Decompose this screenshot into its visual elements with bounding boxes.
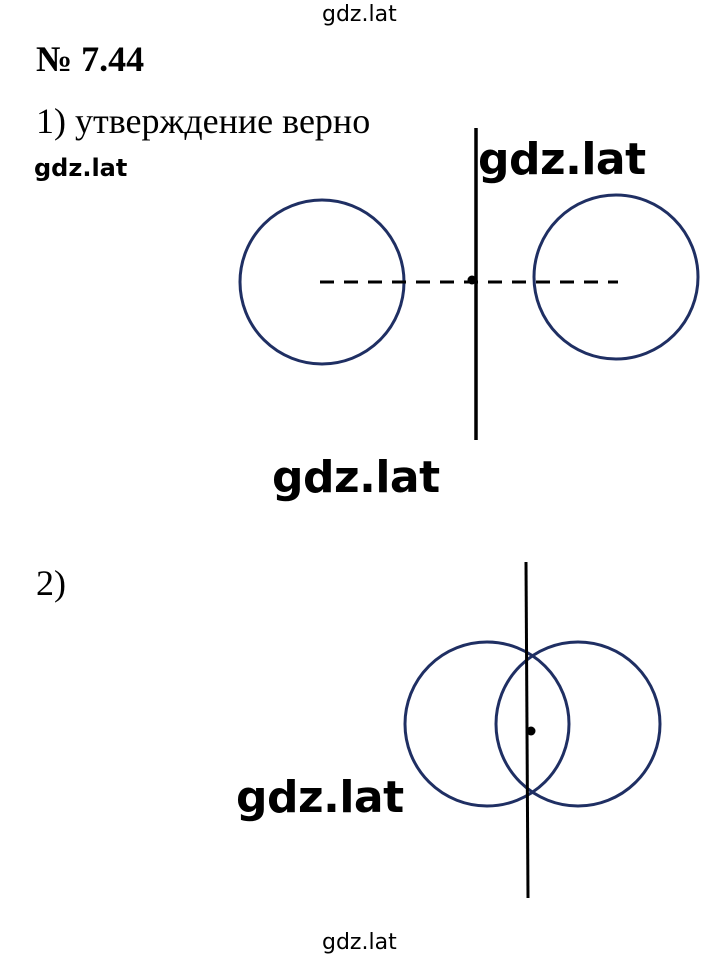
figure-1 — [238, 128, 700, 440]
figure1-center-point — [467, 275, 477, 285]
part1-label: 1) утверждение верно — [36, 101, 371, 141]
part2-label: 2) — [36, 563, 66, 603]
figure2-left-circle — [403, 640, 571, 808]
part1-watermark-right: gdz.lat — [478, 134, 646, 185]
figure2-center-point — [526, 726, 536, 736]
part2-watermark: gdz.lat — [236, 772, 404, 823]
top-watermark: gdz.lat — [322, 2, 397, 27]
task-number: № 7.44 — [36, 39, 145, 79]
figure-2 — [403, 561, 662, 899]
footer-watermark: gdz.lat — [322, 930, 397, 955]
figure1-right-circle — [532, 193, 700, 361]
part1-watermark-left: gdz.lat — [34, 154, 128, 182]
part1-watermark-bottom: gdz.lat — [272, 452, 440, 503]
figure2-right-circle — [494, 640, 662, 808]
